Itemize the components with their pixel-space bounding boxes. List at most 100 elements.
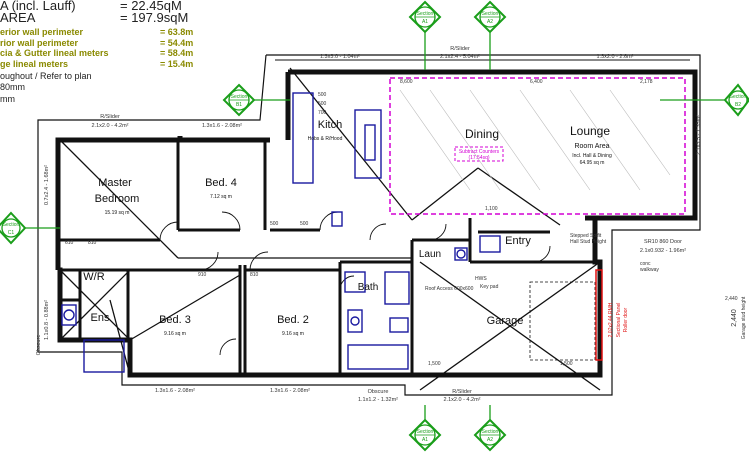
entry-door-dims: 2.1x0.932 - 1.96m² bbox=[640, 248, 686, 254]
room-entry: Entry bbox=[505, 235, 531, 247]
conc-label: conc bbox=[640, 261, 651, 267]
metric-label-1: erior wall perimeter bbox=[0, 27, 84, 37]
section-marker-number: C1 bbox=[8, 230, 15, 236]
key-note: Key pad bbox=[480, 284, 499, 290]
room-area-label: Room Area bbox=[574, 143, 609, 150]
section-marker-number: A1 bbox=[422, 437, 428, 443]
section-marker-a2-bottom: Section A2 bbox=[473, 405, 507, 452]
section-marker-a2-top: Section A2 bbox=[473, 0, 507, 70]
dim: 610 bbox=[65, 240, 74, 246]
section-marker-number: B2 bbox=[735, 102, 741, 108]
exterior-walls bbox=[37, 54, 701, 396]
dim: 500 bbox=[300, 221, 309, 227]
section-markers: Section A1 Section A2 Section B1 bbox=[0, 0, 749, 452]
room-bath: Bath bbox=[358, 282, 379, 293]
misc-labels: Subtract Counters (17.54sq) Roof Access … bbox=[425, 149, 747, 339]
dim: 2,440 bbox=[725, 296, 738, 302]
room-laundry: Laun bbox=[419, 249, 441, 260]
window-left-obscure: Obscure bbox=[36, 335, 42, 356]
window-top-right: 1.3x2.0 - 2.6m² bbox=[597, 54, 634, 60]
dim: 1,500 bbox=[560, 361, 573, 367]
window-left-side: 0.7x2.4 - 1.68m² bbox=[44, 165, 50, 205]
dim: 810 bbox=[88, 240, 97, 246]
dim: 500 bbox=[318, 92, 327, 98]
window-top-mid: 2.1x2.4 - 5.04m² bbox=[440, 54, 480, 60]
room-bed4: Bed. 4 bbox=[205, 177, 237, 189]
section-marker-number: A2 bbox=[487, 19, 493, 25]
window-left-dims: 2.1x2.0 - 4.2m² bbox=[92, 123, 129, 129]
interior-walls bbox=[58, 140, 595, 375]
section-marker-b1: Section B1 bbox=[222, 83, 290, 117]
section-marker-number: B1 bbox=[236, 102, 242, 108]
room-kitchen: Kitch bbox=[318, 119, 342, 131]
dim: 1,500 bbox=[428, 361, 441, 367]
window-right-side: 2.1x3.5 - 7.35m² bbox=[696, 115, 702, 155]
room-dining: Dining bbox=[465, 127, 499, 141]
section-marker-number: A2 bbox=[487, 437, 493, 443]
window-bottom-mid: 1.3x1.6 - 2.08m² bbox=[270, 388, 310, 394]
dim: 910 bbox=[198, 272, 207, 278]
section-marker-label: Section bbox=[231, 94, 248, 100]
dim: 6,400 bbox=[530, 79, 543, 85]
dimension-labels: 8,600 6,400 2,178 500 500 700 500 500 1,… bbox=[65, 79, 738, 367]
room-area-value: 64.95 sq m bbox=[580, 160, 605, 166]
bed4-area: 7.12 sq m bbox=[210, 194, 232, 200]
window-bottom-left: 1.3x1.6 - 2.08m² bbox=[155, 388, 195, 394]
entry-door: SR10 860 Door bbox=[644, 239, 682, 245]
room-ens: Ens bbox=[91, 312, 110, 324]
section-marker-label: Section bbox=[3, 222, 20, 228]
note-1: oughout / Refer to plan bbox=[0, 71, 92, 81]
subtract-value: (17.54sq) bbox=[468, 155, 489, 161]
room-garage: Garage bbox=[487, 315, 524, 327]
section-marker-number: A1 bbox=[422, 19, 428, 25]
header-value-2: = 197.9sqM bbox=[120, 10, 189, 25]
master-area: 15.19 sq m bbox=[105, 210, 130, 216]
bed2-area: 9.16 sq m bbox=[282, 331, 304, 337]
room-bed3: Bed. 3 bbox=[159, 314, 191, 326]
section-marker-a1-top: Section A1 bbox=[408, 0, 442, 70]
room-area-note: Incl. Hall & Dining bbox=[572, 153, 612, 159]
conc-label-2: walkway bbox=[640, 267, 659, 273]
roof-access: Roof Access 600x600 bbox=[425, 286, 474, 292]
subtract-counters-box bbox=[454, 146, 504, 162]
garage-door bbox=[595, 269, 603, 361]
window-left-obscure-dims: 1.1x0.8 - 0.88m² bbox=[44, 300, 50, 340]
dim: 810 bbox=[250, 272, 259, 278]
roof-hip-lines bbox=[59, 67, 601, 391]
section-marker-a1-bottom: Section A1 bbox=[408, 405, 442, 452]
note-3: mm bbox=[0, 94, 15, 104]
window-top-slider: R/Slider bbox=[450, 46, 470, 52]
stepped-soffit-2: Hall Stud Height bbox=[570, 239, 607, 245]
window-left-top: R/Slider bbox=[100, 114, 120, 120]
room-wr: W/R bbox=[83, 271, 104, 283]
room-bed2: Bed. 2 bbox=[277, 314, 309, 326]
section-marker-label: Section bbox=[482, 429, 499, 435]
section-marker-label: Section bbox=[730, 94, 747, 100]
dim: 700 bbox=[318, 110, 327, 116]
room-master: Master bbox=[98, 177, 132, 189]
room-labels: Dining Lounge Room Area Incl. Hall & Din… bbox=[83, 119, 612, 337]
metric-label-3: cia & Gutter lineal meters bbox=[0, 48, 109, 58]
metric-value-3: = 58.4m bbox=[160, 48, 194, 58]
room-area-boundary bbox=[389, 77, 686, 215]
header-value-1: = 22.45qM bbox=[120, 0, 182, 13]
sectional-panel: Sectional Panel bbox=[616, 303, 622, 338]
header-label-1: A (incl. Lauff) bbox=[0, 0, 76, 13]
window-labels: R/Slider 1.3x3.0 - 1.04m² 2.1x2.4 - 5.04… bbox=[36, 46, 702, 403]
room-lounge: Lounge bbox=[570, 124, 610, 138]
room-master-2: Bedroom bbox=[95, 193, 140, 205]
kitchen-note: Hobs & R/Hood bbox=[308, 136, 343, 142]
dim: 500 bbox=[270, 221, 279, 227]
metric-value-4: = 15.4m bbox=[160, 59, 194, 69]
dim: 2,178 bbox=[640, 79, 653, 85]
metric-label-2: rior wall perimeter bbox=[0, 38, 79, 48]
hws-label: HWS bbox=[475, 276, 487, 282]
stepped-soffit: Stepped Soffit bbox=[570, 233, 602, 239]
window-top-left: 1.3x3.0 - 1.04m² bbox=[320, 54, 360, 60]
garage-door-size: 2.07x2.44 RMH bbox=[608, 302, 614, 337]
right-dim: 2,440 bbox=[731, 309, 738, 327]
dim: 500 bbox=[318, 101, 327, 107]
section-marker-label: Section bbox=[417, 429, 434, 435]
floor-hatch bbox=[399, 89, 671, 191]
